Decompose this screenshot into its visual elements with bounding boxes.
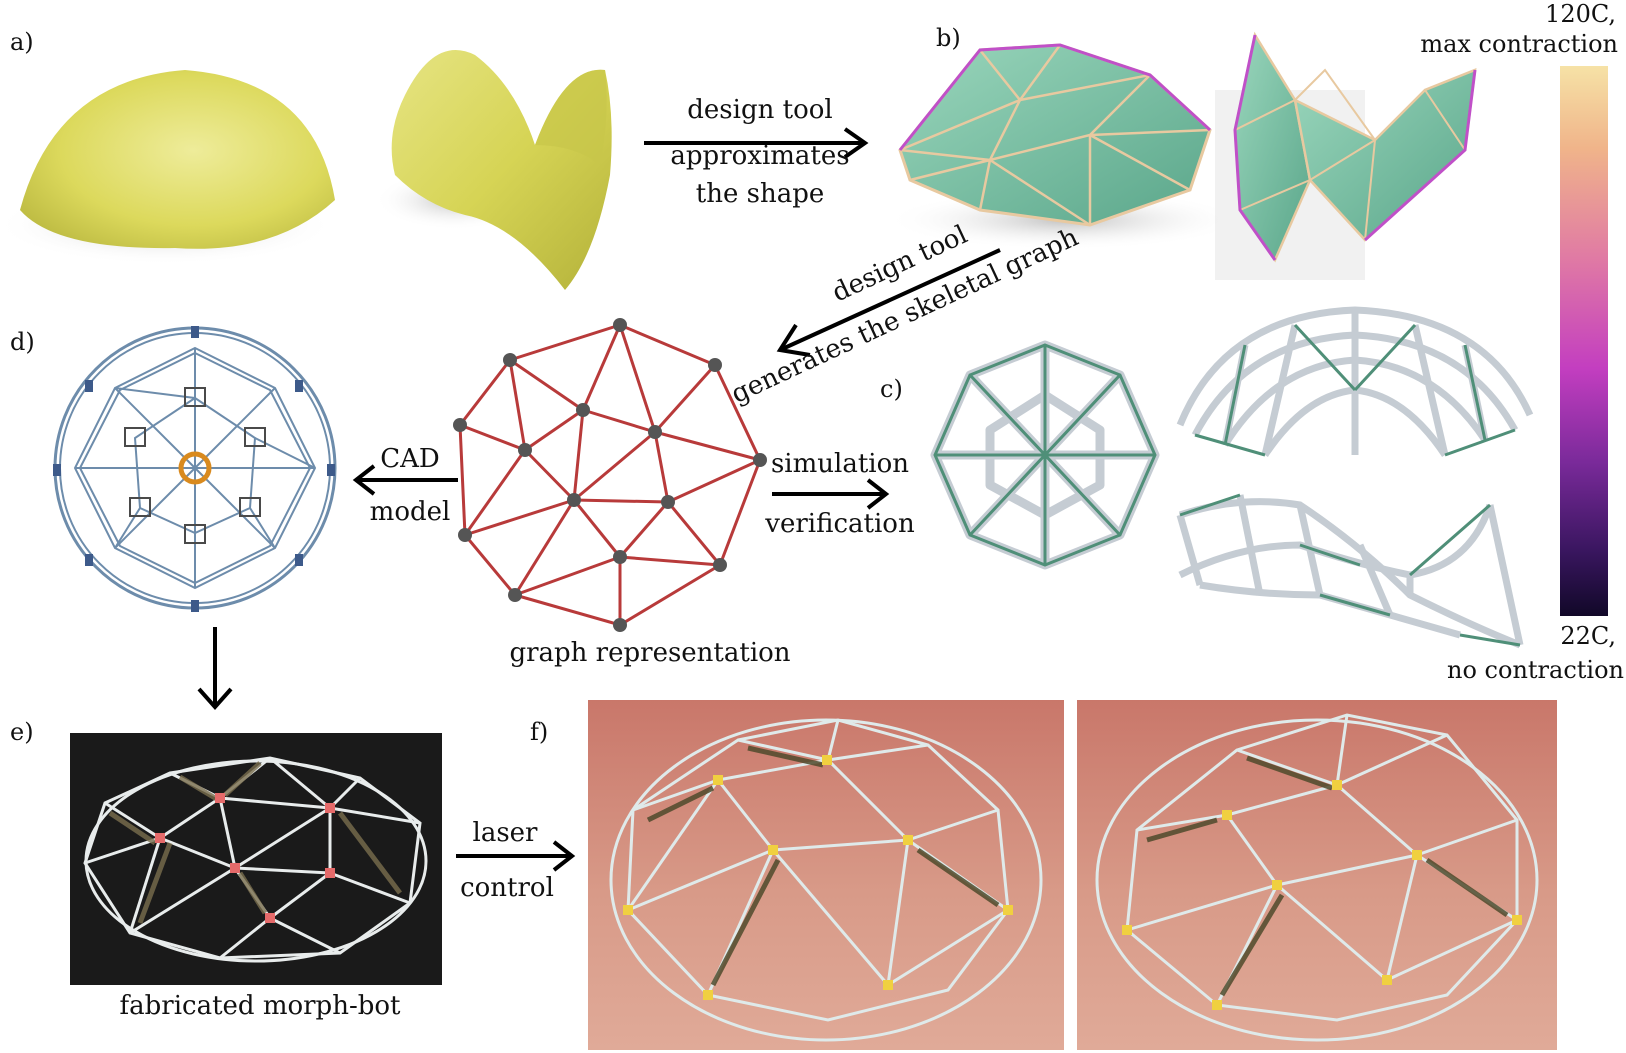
laser-control-photo-saddle <box>1077 700 1557 1050</box>
fabricated-morph-bot-photo <box>70 733 442 985</box>
caption-fabricated-morph-bot: fabricated morph-bot <box>119 991 401 1021</box>
panel-label-b: b) <box>936 24 961 52</box>
arrow-a-to-b <box>644 127 869 159</box>
panel-label-e: e) <box>10 718 34 746</box>
caption-laser: laser <box>472 818 538 848</box>
caption-control: control <box>460 873 554 903</box>
simulation-flat-image <box>930 340 1160 570</box>
colorbar-bottom-label-1: 22C, <box>1560 622 1616 650</box>
dome-surface-image <box>0 70 335 265</box>
caption-cad-2: model <box>369 497 451 527</box>
arrow-cad-to-fabricated <box>197 627 233 711</box>
cad-model-image <box>53 326 337 612</box>
caption-approximates-2: the shape <box>695 179 825 209</box>
caption-approximates-1: approximates <box>670 141 850 171</box>
panel-label-c: c) <box>880 375 903 403</box>
arrow-b-to-graph <box>776 248 1001 357</box>
graph-representation-image <box>453 318 767 632</box>
caption-cad-1: CAD <box>380 444 440 474</box>
arrow-graph-to-simulation <box>772 478 890 510</box>
colorbar-bottom-label-2: no contraction <box>1447 656 1624 684</box>
panel-label-a: a) <box>10 28 34 56</box>
simulation-dome-image <box>1176 306 1534 457</box>
temperature-colorbar <box>1560 66 1608 616</box>
dome-mesh-image <box>885 43 1245 250</box>
laser-control-photo-dome <box>588 700 1064 1050</box>
caption-design-tool-1: design tool <box>687 95 833 125</box>
panel-label-f: f) <box>530 718 549 746</box>
saddle-mesh-image <box>1215 31 1477 280</box>
saddle-surface-image <box>375 50 612 290</box>
colorbar-top-label-2: max contraction <box>1420 30 1618 58</box>
arrow-laser-control <box>456 840 576 872</box>
caption-verification: verification <box>765 509 915 539</box>
arrow-graph-to-cad <box>352 464 458 496</box>
colorbar-top-label-1: 120C, <box>1545 0 1616 28</box>
panel-label-d: d) <box>10 328 35 356</box>
caption-graph-representation: graph representation <box>509 638 791 668</box>
caption-simulation: simulation <box>770 449 910 479</box>
simulation-saddle-image <box>1176 493 1524 649</box>
